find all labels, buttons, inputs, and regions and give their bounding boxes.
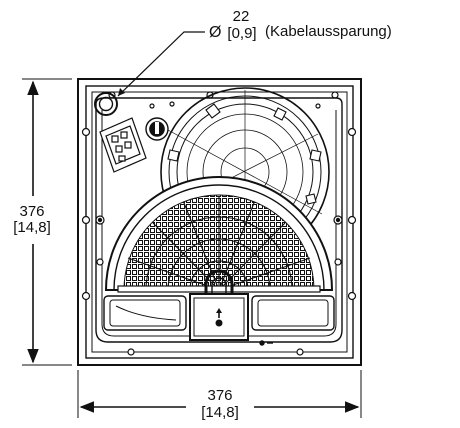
- cable-cutout-leader: [117, 31, 205, 97]
- cable-cutout-label: (Kabelaussparung): [265, 23, 392, 40]
- bottom-brackets: [103, 295, 335, 331]
- height-dimension: [22, 78, 72, 366]
- height-value-in: [14,8]: [13, 219, 51, 236]
- cable-cutout-diameter-symbol: Ø: [209, 24, 222, 41]
- rotary-knob: [145, 117, 169, 141]
- bottom-marker: [259, 340, 273, 346]
- width-value-in: [14,8]: [201, 404, 239, 421]
- side-fasteners: [95, 101, 343, 266]
- width-value-mm: 376: [207, 387, 233, 404]
- frame-screw-holes: [81, 91, 357, 356]
- cable-cutout-value-in: [0,9]: [227, 25, 257, 42]
- grille-cover: [104, 176, 334, 293]
- width-dimension: [77, 370, 362, 418]
- cable-cutout-value-mm: 22: [232, 8, 250, 25]
- terminal-block: [99, 117, 147, 173]
- padlock: [189, 269, 249, 341]
- cable-cutout-circle: [94, 92, 118, 116]
- height-value-mm: 376: [19, 203, 45, 220]
